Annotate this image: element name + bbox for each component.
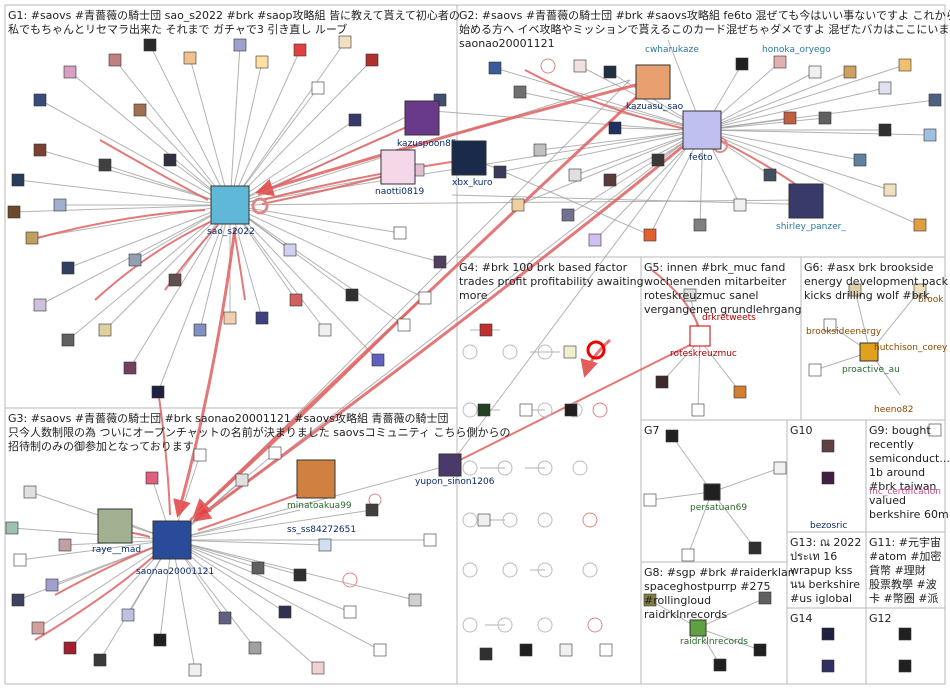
g13-title-line3: wrapup kss xyxy=(790,564,853,577)
label-brook: brook xyxy=(918,295,944,305)
node-yupon-avatar[interactable] xyxy=(438,453,462,477)
g9-title-line2: recently xyxy=(869,438,914,451)
g9-title-line1: G9: bought xyxy=(869,424,931,437)
label-fnc-certification: fnc_certification xyxy=(869,487,941,497)
g5-title-line1: G5: innen #brk_muc fand xyxy=(644,261,785,274)
g6-title-line1: G6: #asx brk brookside xyxy=(804,261,934,274)
label-shirley-panzer: shirley_panzer_ xyxy=(776,222,846,232)
g8-title-line3: #rollingloud xyxy=(644,594,711,607)
g9-title-line4: 1b around xyxy=(869,466,925,479)
node-saonao-avatar[interactable] xyxy=(152,520,192,560)
label-sao-s2022: sao_s2022 xyxy=(207,227,255,237)
g10-title: G10 xyxy=(790,424,813,437)
g6-title-line2: energy development pack xyxy=(804,275,949,288)
g7-title: G7 xyxy=(644,424,660,437)
hub-nodes xyxy=(97,64,879,637)
g5-title-line2: wochenenden mitarbeiter xyxy=(644,275,787,288)
label-kazuspoon85: kazuspoon85 xyxy=(397,139,457,149)
group-box-g4 xyxy=(456,256,642,685)
node-sao-s2022-avatar[interactable] xyxy=(210,185,250,225)
label-brooksideenergy: brooksideenergy xyxy=(806,327,882,337)
label-drkretweets: drkretweets xyxy=(702,313,756,323)
node-xbx-kuro-avatar[interactable] xyxy=(451,140,487,176)
label-cwharukaze: cwharukaze xyxy=(645,45,699,55)
edges-g2 xyxy=(494,39,936,241)
g2-title-line2: 始める方へ イベ攻略やミッションで貰えるこのカード混ぜちゃダメですよ 混ぜたバカ… xyxy=(459,22,950,36)
g1-title-line2: 私でもちゃんとリセマラ出来た それまで ガチャで3 引き直し ルーブ xyxy=(8,22,347,36)
g9-title-line3: semiconduct... xyxy=(869,452,950,465)
label-hutchison-corey: hutchison_corey xyxy=(874,343,948,353)
label-bezosric: bezosric xyxy=(810,521,847,531)
g13-title-line2: ประเท 16 xyxy=(790,550,837,563)
node-persatuan69-avatar[interactable] xyxy=(703,483,721,501)
g8-title-line2: spaceghostpurrp #275 xyxy=(644,580,771,593)
small-nodes xyxy=(5,35,942,677)
g5-title-line4: vergangenen grundlehrgang xyxy=(644,303,802,316)
node-labels: sao_s2022 kazuspoon85 naotti0819 xbx_kur… xyxy=(92,45,948,647)
group-box-g12 xyxy=(865,607,946,685)
label-honoka-oryego: honoka_oryego xyxy=(762,45,831,55)
label-saonao: saonao20001121 xyxy=(136,567,214,577)
g5-title-line3: roteskreuzmuc sanel xyxy=(644,289,759,302)
g1-title-line1: G1: #saovs #青薔薇の騎士団 sao_s2022 #brk #saop… xyxy=(8,8,460,22)
group-boxes xyxy=(4,4,946,685)
node-fe6to-avatar[interactable] xyxy=(682,110,722,150)
group-captions: G1: #saovs #青薔薇の騎士団 sao_s2022 #brk #saop… xyxy=(8,8,950,625)
g11-title-line4: 股票教學 #波 xyxy=(869,578,937,591)
node-kazuspoon85-avatar[interactable] xyxy=(404,100,440,136)
label-yupon-sinon1206: yupon_sinon1206 xyxy=(415,477,495,487)
g11-title-line1: G11: #元宇宙 xyxy=(869,535,941,549)
label-minatoakua99: minatoakua99 xyxy=(287,501,352,511)
node-kazuasu-sao-avatar[interactable] xyxy=(635,64,671,100)
node-raidrklnrecords-avatar[interactable] xyxy=(689,619,707,637)
label-ss-ss84272651: ss_ss84272651 xyxy=(287,525,356,535)
g4-title-line3: more xyxy=(459,289,488,302)
g2-title-line1: G2: #saovs #青薔薇の騎士団 #brk #saovs攻略組 fe6to… xyxy=(459,8,950,22)
g3-title-line2: 只今人数制限の為 ついにオープンチャットの名前が決まりました saovsコミュニ… xyxy=(8,425,511,439)
label-naotti0819: naotti0819 xyxy=(375,187,424,197)
g2-title-line3: saonao20001121 xyxy=(459,37,555,50)
g11-title-line5: 卡 #幣圈 #派 xyxy=(869,592,938,605)
node-roteskreuzmuc-avatar[interactable] xyxy=(689,325,711,347)
label-heeno82: heeno82 xyxy=(874,405,913,415)
label-raidrklnrecords: raidrklnrecords xyxy=(680,637,748,647)
g8-title-line1: G8: #sgp #brk #raiderklan xyxy=(644,566,795,579)
g4-title-line2: trades profit profitability awaiting xyxy=(459,275,644,288)
g11-title-line2: #atom #加密 xyxy=(869,549,941,563)
g4-title-line1: G4: #brk 100 brk based factor xyxy=(459,261,628,274)
edges-g3 xyxy=(11,452,430,671)
node-raye-mad-avatar[interactable] xyxy=(97,508,133,544)
g9-title-line6: valued xyxy=(869,494,906,507)
label-roteskreuzmuc: roteskreuzmuc xyxy=(670,349,737,359)
g3-title-line3: 招待制のみの御参加となっております xyxy=(8,439,194,453)
label-fe6to: fe6to xyxy=(689,153,713,163)
g6-title-line3: kicks drilling wolf #brk xyxy=(804,289,930,302)
node-shirley-panzer-avatar[interactable] xyxy=(788,183,824,219)
label-xbx-kuro: xbx_kuro xyxy=(452,178,493,188)
label-persatuan69: persatuan69 xyxy=(690,503,747,513)
node-minatoakua-avatar[interactable] xyxy=(296,459,336,499)
g13-title-line1: G13: ณ 2022 xyxy=(790,536,861,549)
g9-title-line5: #brk taiwan xyxy=(869,480,936,493)
g4-loop-nodes xyxy=(462,344,598,633)
g9-title-line7: berkshire 60m xyxy=(869,508,949,521)
label-raye-mad: raye__mad xyxy=(92,545,141,555)
node-proactive-avatar[interactable] xyxy=(859,342,879,362)
label-kazuasu-sao: kazuasu_sao xyxy=(626,102,684,112)
g8-title-line4: raidrklnrecords xyxy=(644,608,727,621)
g11-title-line3: 貨幣 #理財 xyxy=(869,563,926,577)
g3-title-line1: G3: #saovs #青薔薇の騎士団 #brk saonao20001121 … xyxy=(8,411,448,425)
g13-title-line5: #us iglobal xyxy=(790,592,852,605)
label-proactive-au: proactive_au xyxy=(842,365,900,375)
node-naotti0819-avatar[interactable] xyxy=(380,149,416,185)
g13-title-line4: นน berkshire xyxy=(790,578,860,591)
g12-title: G12 xyxy=(869,612,892,625)
g14-title: G14 xyxy=(790,612,813,625)
